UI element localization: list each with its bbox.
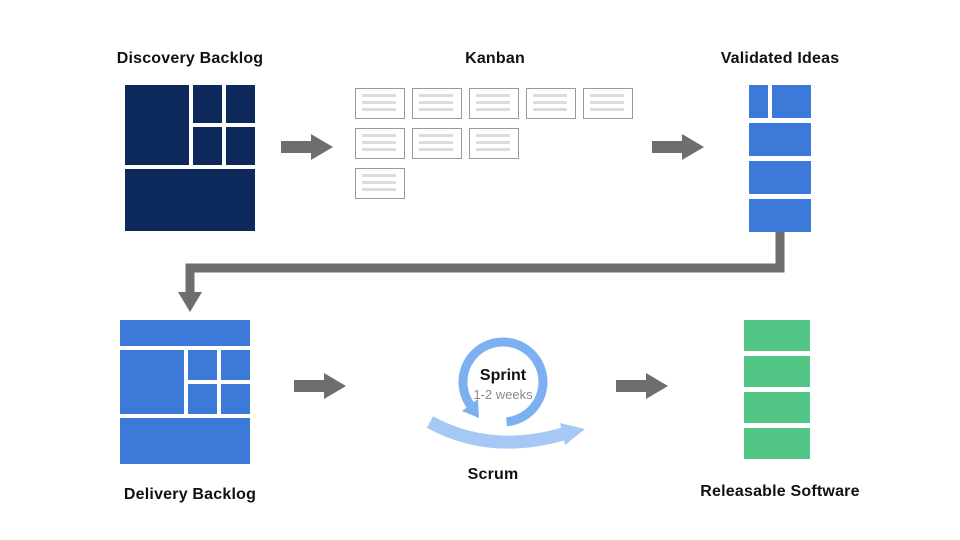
kanban-card xyxy=(526,88,576,119)
card-text-line xyxy=(419,101,453,104)
releasable-software-stack xyxy=(744,320,810,459)
validated-ideas-label: Validated Ideas xyxy=(720,50,840,67)
card-text-line xyxy=(362,101,396,104)
card-text-line xyxy=(419,94,453,97)
card-text-line xyxy=(419,148,453,151)
grid-cell xyxy=(188,350,217,380)
grid-cell xyxy=(120,418,250,464)
grid-cell xyxy=(193,85,222,123)
card-text-line xyxy=(362,94,396,97)
discovery-backlog-label: Discovery Backlog xyxy=(116,50,264,67)
sprint-text-block: Sprint 1-2 weeks xyxy=(445,367,561,402)
grid-cell xyxy=(226,127,255,165)
stack-bar xyxy=(744,356,810,387)
card-text-line xyxy=(476,148,510,151)
stack-bar xyxy=(749,199,811,232)
card-text-line xyxy=(419,134,453,137)
card-text-line xyxy=(533,94,567,97)
grid-cell xyxy=(188,384,217,414)
kanban-row xyxy=(355,88,633,119)
stack-cell xyxy=(772,85,811,118)
card-text-line xyxy=(476,134,510,137)
kanban-card xyxy=(412,128,462,159)
grid-cell xyxy=(125,85,189,165)
grid-cell xyxy=(125,169,255,231)
card-text-line xyxy=(476,108,510,111)
stack-bar xyxy=(744,320,810,351)
card-text-line xyxy=(590,108,624,111)
card-text-line xyxy=(362,141,396,144)
stack-bar xyxy=(744,428,810,459)
card-text-line xyxy=(362,134,396,137)
releasable-software-label: Releasable Software xyxy=(700,483,860,500)
scrum-label: Scrum xyxy=(467,466,519,483)
arrow-right-icon xyxy=(652,134,704,160)
grid-cell xyxy=(221,384,250,414)
card-text-line xyxy=(533,108,567,111)
grid-cell xyxy=(193,127,222,165)
kanban-card xyxy=(355,168,405,199)
kanban-row xyxy=(355,168,633,199)
kanban-card xyxy=(355,88,405,119)
sprint-label: Sprint xyxy=(479,367,527,384)
arrow-right-icon xyxy=(616,373,668,399)
kanban-card xyxy=(412,88,462,119)
card-text-line xyxy=(362,148,396,151)
card-text-line xyxy=(419,141,453,144)
card-text-line xyxy=(362,108,396,111)
kanban-card xyxy=(355,128,405,159)
stack-bar xyxy=(749,123,811,156)
stack-bar xyxy=(749,161,811,194)
sprint-duration-label: 1-2 weeks xyxy=(473,387,533,402)
kanban-row xyxy=(355,128,633,159)
stack-bar xyxy=(744,392,810,423)
card-text-line xyxy=(476,94,510,97)
card-text-line xyxy=(590,101,624,104)
grid-cell xyxy=(120,350,184,414)
elbow-connector-arrow xyxy=(178,232,785,312)
kanban-card xyxy=(469,88,519,119)
arrow-right-icon xyxy=(281,134,333,160)
kanban-board xyxy=(355,88,633,199)
grid-cell xyxy=(221,350,250,380)
kanban-card xyxy=(583,88,633,119)
kanban-card xyxy=(469,128,519,159)
validated-ideas-stack xyxy=(749,85,811,232)
card-text-line xyxy=(590,94,624,97)
stack-cell xyxy=(749,85,768,118)
grid-cell xyxy=(226,85,255,123)
card-text-line xyxy=(533,101,567,104)
delivery-backlog-grid xyxy=(120,320,250,464)
card-text-line xyxy=(362,181,396,184)
arrow-right-icon xyxy=(294,373,346,399)
discovery-backlog-grid xyxy=(125,85,255,231)
card-text-line xyxy=(362,174,396,177)
sprint-loop-icon xyxy=(426,337,585,449)
kanban-label: Kanban xyxy=(465,50,525,67)
card-text-line xyxy=(362,188,396,191)
grid-cell xyxy=(120,320,250,346)
stack-row xyxy=(749,85,811,118)
card-text-line xyxy=(476,101,510,104)
card-text-line xyxy=(476,141,510,144)
card-text-line xyxy=(419,108,453,111)
delivery-backlog-label: Delivery Backlog xyxy=(123,486,257,503)
